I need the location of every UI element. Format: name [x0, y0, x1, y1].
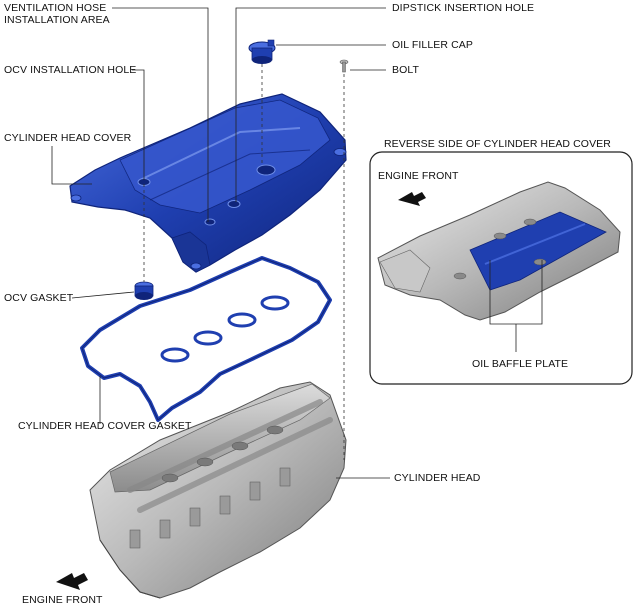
- reverse-side-title: REVERSE SIDE OF CYLINDER HEAD COVER: [384, 138, 611, 150]
- cylinder-head-cover-gasket-part: [80, 256, 332, 422]
- dipstick-insertion-hole-label: DIPSTICK INSERTION HOLE: [392, 2, 535, 14]
- ocv-installation-hole-label: OCV INSTALLATION HOLE: [4, 64, 137, 76]
- oil-filler-cap-label: OIL FILLER CAP: [392, 39, 473, 51]
- bolt-part: [339, 59, 349, 73]
- arrow-left-down-icon: [398, 192, 426, 206]
- engine-front-inset-label: ENGINE FRONT: [378, 170, 459, 182]
- engine-front-bottom-label: ENGINE FRONT: [22, 594, 103, 606]
- ventilation-hose-label-line1: VENTILATION HOSE: [4, 2, 107, 14]
- oil-baffle-plate-label: OIL BAFFLE PLATE: [472, 358, 569, 370]
- reverse-side-cover-part: [377, 181, 621, 321]
- ocv-gasket-label: OCV GASKET: [4, 292, 74, 304]
- leader-lines: [51, 7, 543, 479]
- ventilation-hose-label-line2: INSTALLATION AREA: [4, 14, 110, 26]
- cylinder-head-part: [89, 381, 347, 599]
- ocv-gasket-part: [134, 281, 154, 300]
- arrow-left-down-icon: [56, 573, 88, 590]
- cylinder-head-cover-label: CYLINDER HEAD COVER: [4, 132, 132, 144]
- cylinder-head-cover-gasket-label: CYLINDER HEAD COVER GASKET: [18, 420, 192, 432]
- reverse-side-inset-frame: [369, 151, 633, 385]
- cylinder-head-label: CYLINDER HEAD: [394, 472, 481, 484]
- alignment-dashes: [143, 64, 345, 460]
- bolt-label: BOLT: [392, 64, 420, 76]
- oil-filler-cap-part: [248, 39, 276, 64]
